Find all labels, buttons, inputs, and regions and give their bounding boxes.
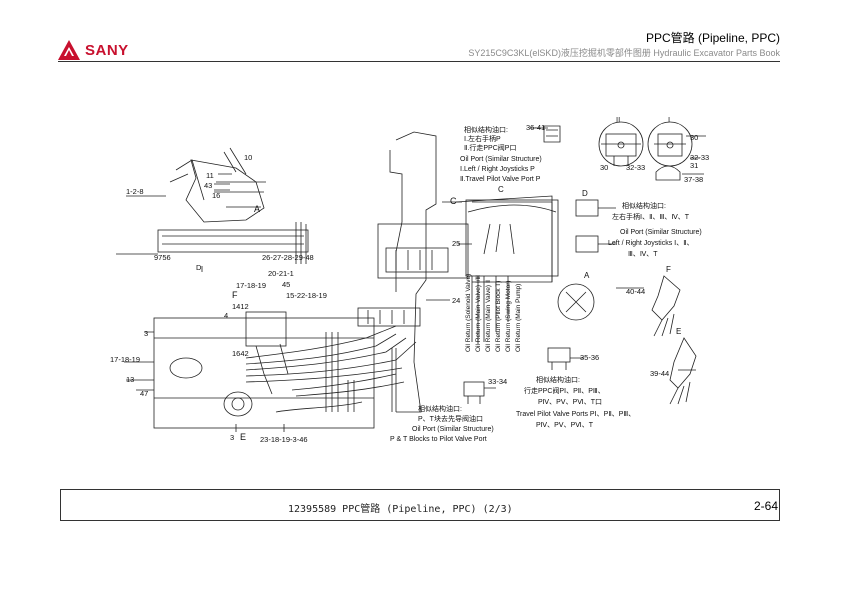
footer-caption: 12395589 PPC管路 (Pipeline, PPC) (2/3) [288,504,513,515]
callout-39-44: 39-44 [650,369,669,378]
callout-3-upper: 3 [144,329,148,338]
callout-11: 11 [206,171,214,180]
page-title: PPC管路 (Pipeline, PPC) [645,31,780,45]
view-label-e: E [676,327,681,336]
callout-3-lower: 3 [230,433,234,442]
brand-name: SANY [85,41,129,59]
note-blocks-line2: P、T块去先导阀油口 [418,414,483,423]
note-right-line2: 左右手柄Ⅰ、Ⅱ、Ⅲ、Ⅳ、T [612,212,690,221]
note-travel-line1: 相似结构油口: [536,375,580,384]
oil-return-label-1: Oil Return (Solenoid Valve) [465,274,472,352]
view-mark-c: C [450,196,457,206]
note-top-line1: 相似结构油口: [464,125,508,134]
callout-30-left: 30 [600,163,608,172]
callout-40-44: 40-44 [626,287,645,296]
callout-43: 43 [204,181,212,190]
callout-17-18-19-left: 17-18-19 [110,355,140,364]
page-number: 2-64 [753,499,778,513]
note-top-line2: Ⅰ.左右手柄P [464,134,501,143]
callout-16: 16 [212,191,220,200]
view-label-f: F [666,265,671,274]
callout-labels: 1-2-8 10 11 43 16 A 9756 D 26-27-28-29-4… [110,115,709,444]
oil-return-label-6: Oil Return (Main Pump) [515,284,522,352]
oil-return-label-5: Oil Return (Swing Motor) [505,280,512,352]
note-top-line3: Ⅱ.行走PPC阀P口 [464,143,516,152]
note-top: 相似结构油口: Ⅰ.左右手柄P Ⅱ.行走PPC阀P口 Oil Port (Sim… [460,125,542,183]
callout-37-38: 37-38 [684,175,703,184]
note-blocks: 相似结构油口: P、T块去先导阀油口 Oil Port (Similar Str… [390,404,494,443]
view-mark-f: F [232,290,238,300]
view-mark-d: D [196,263,202,272]
callout-15-22-18-19: 15-22-18-19 [286,291,327,300]
callout-35-36: 35-36 [580,353,599,362]
sany-logo-icon [58,40,80,60]
header-divider [58,61,780,62]
note-right-line1: 相似结构油口: [622,201,666,210]
note-right-line4: Left / Right Joysticks Ⅰ、Ⅱ、 [608,240,694,247]
footer-frame [60,489,780,521]
oil-return-labels: Oil Return (Solenoid Valve) Oil Return (… [465,274,522,352]
note-travel-line4: Travel Pilot Valve Ports PⅠ、PⅡ、PⅢ、 [516,411,635,418]
view-label-a: A [584,271,590,280]
callout-14-12: 1412 [232,302,249,311]
view-mark-e: E [240,432,246,442]
callout-26-48: 26-27-28-29-48 [262,253,314,262]
callout-13: 13 [126,375,134,384]
view-label-c: C [498,185,504,194]
callout-25: 25 [452,239,460,248]
note-travel-line3: PⅣ、PⅤ、PⅥ、T口 [538,398,602,406]
note-top-line5: Ⅰ.Left / Right Joysticks P [460,166,535,173]
note-travel: 相似结构油口: 行走PPC阀PⅠ、PⅡ、PⅢ、 PⅣ、PⅤ、PⅥ、T口 Trav… [516,375,635,429]
callout-10: 10 [244,153,252,162]
callout-1-2-8: 1-2-8 [126,187,144,196]
view-label-d: D [582,189,588,198]
callout-1642: 1642 [232,349,249,358]
roman-I: I [668,115,670,124]
note-right-line5: Ⅲ、Ⅳ、T [628,251,658,258]
note-top-line4: Oil Port (Similar Structure) [460,156,542,163]
drawing-lines [116,121,706,432]
view-mark-a: A [254,204,260,214]
callout-33-34: 33-34 [488,377,507,386]
note-blocks-line3: Oil Port (Similar Structure) [412,426,494,433]
callout-17-18-19-top: 17-18-19 [236,281,266,290]
callout-9756: 9756 [154,253,171,262]
note-blocks-line1: 相似结构油口: [418,404,462,413]
pipeline-diagram: 1-2-8 10 11 43 16 A 9756 D 26-27-28-29-4… [110,115,709,444]
page-subtitle: SY215C9C3KL(elSKD)液压挖掘机零部件图册 Hydraulic E… [468,48,780,58]
callout-31: 31 [690,161,698,170]
callout-30-right: 30 [690,133,698,142]
callout-23-46: 23-18-19-3-46 [260,435,308,444]
callout-24: 24 [452,296,460,305]
note-top-line6: Ⅱ.Travel Pilot Valve Port P [460,176,541,183]
note-travel-line2: 行走PPC阀PⅠ、PⅡ、PⅢ、 [524,386,605,395]
callout-47: 47 [140,389,148,398]
callout-32-33-left: 32-33 [626,163,645,172]
note-travel-line5: PⅣ、PⅤ、PⅥ、T [536,422,594,429]
callout-20-21-1: 20-21-1 [268,269,294,278]
note-right: 相似结构油口: 左右手柄Ⅰ、Ⅱ、Ⅲ、Ⅳ、T Oil Port (Similar … [608,201,702,258]
oil-return-label-4: Oil Return (Pilot Block T) [495,281,502,352]
note-right-line3: Oil Port (Similar Structure) [620,229,702,236]
callout-45: 45 [282,280,290,289]
roman-II: II [616,115,620,124]
oil-return-label-3: Oil Return (Main Valve) Ⅱ [485,280,492,352]
oil-return-label-2: Oil Return (Main Valve) Ⅰ/Ⅲ [475,274,482,352]
callout-32-33-right: 32-33 [690,153,709,162]
callout-36-41: 36-41 [526,123,545,132]
note-blocks-line4: P & T Blocks to Pilot Valve Port [390,436,487,443]
brand-logo: SANY [58,40,129,60]
callout-4: 4 [224,311,228,320]
